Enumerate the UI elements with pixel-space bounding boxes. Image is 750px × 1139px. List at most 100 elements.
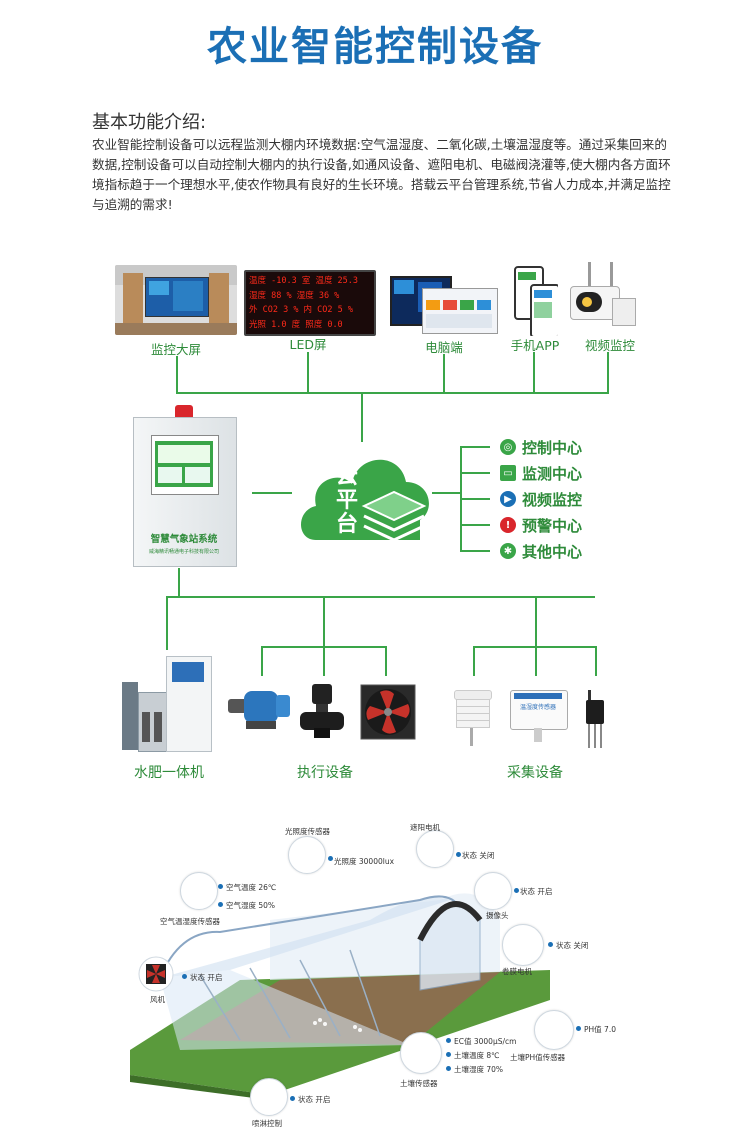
- led-row: 湿度 88 % 湿度 36 %: [249, 290, 340, 301]
- gh-camera: 摄像头: [486, 911, 509, 920]
- valve-image: [300, 684, 346, 740]
- intro-heading: 基本功能介绍:: [92, 112, 207, 133]
- gh-air-sensor: 空气温湿度传感器: [160, 917, 220, 926]
- shade-motor-icon: [416, 830, 454, 868]
- cloud-char: 云: [336, 464, 359, 489]
- connector-line: [460, 524, 490, 526]
- indicator-dot: [446, 1066, 451, 1071]
- gh-soil-temp: 土壤温度 8℃: [454, 1051, 500, 1060]
- indicator-dot: [548, 942, 553, 947]
- connector-line: [432, 492, 460, 494]
- center-monitor: ▭ 监测中心: [500, 463, 582, 483]
- pc-dashboard-image: [390, 270, 498, 336]
- cloud-char: 台: [336, 512, 359, 537]
- gh-fan-status: 状态 开启: [190, 973, 223, 982]
- soil-sensor-icon: [400, 1032, 442, 1074]
- led-row: 光照 1.0 度 照度 0.0: [249, 319, 343, 330]
- spray-icon: [250, 1078, 288, 1116]
- air-sensor-icon: [180, 872, 218, 910]
- gh-film-status: 状态 关闭: [556, 941, 589, 950]
- connector-line: [533, 352, 535, 394]
- connector-line: [460, 550, 490, 552]
- center-label: 其他中心: [522, 542, 583, 561]
- camera-image: [568, 262, 636, 334]
- center-other: ✱ 其他中心: [500, 541, 582, 561]
- page-title: 农业智能控制设备: [207, 24, 543, 70]
- gh-ec: EC值 3000μS/cm: [454, 1037, 517, 1046]
- indicator-dot: [456, 852, 461, 857]
- center-label: 监测中心: [522, 464, 583, 483]
- fertilizer-machine-image: [120, 652, 212, 752]
- greenhouse-illustration: [130, 893, 550, 1100]
- indicator-dot: [290, 1096, 295, 1101]
- indicator-dot: [218, 884, 223, 889]
- connector-line: [361, 392, 363, 442]
- target-icon: ◎: [500, 439, 516, 455]
- connector-line: [307, 352, 309, 394]
- device-label-led: LED屏: [289, 337, 327, 352]
- light-sensor-icon: [288, 836, 326, 874]
- center-control: ◎ 控制中心: [500, 437, 582, 457]
- center-alert: ! 预警中心: [500, 515, 582, 535]
- indicator-dot: [328, 856, 333, 861]
- alert-icon: !: [500, 517, 516, 533]
- connector-line: [535, 646, 537, 676]
- gh-spray-status: 状态 开启: [298, 1095, 331, 1104]
- connector-line: [252, 492, 292, 494]
- mobile-app-image: [510, 266, 558, 336]
- film-motor-icon: [502, 924, 544, 966]
- device-label-app: 手机APP: [510, 338, 560, 353]
- connector-line: [323, 596, 325, 648]
- temp-humidity-sensor-image: 温湿度传感器: [510, 690, 568, 748]
- connector-line: [176, 356, 178, 394]
- gh-air-hum: 空气湿度 50%: [226, 901, 276, 910]
- indicator-dot: [182, 974, 187, 979]
- connector-line: [473, 646, 475, 676]
- gear-icon: ✱: [500, 543, 516, 559]
- connector-line: [261, 646, 263, 676]
- monitor-screen-image: [115, 265, 237, 335]
- device-label-camera: 视频监控: [584, 338, 635, 353]
- gh-fan: 风机: [150, 995, 165, 1004]
- indicator-dot: [576, 1026, 581, 1031]
- cabinet-label: 智慧气象站系统: [150, 534, 218, 545]
- gh-air-temp: 空气温度 26℃: [226, 883, 277, 892]
- connector-line: [535, 596, 537, 648]
- gh-film-motor: 卷膜电机: [502, 967, 532, 976]
- gh-spray: 喷淋控制: [252, 1119, 282, 1128]
- control-cabinet: 智慧气象站系统 威海精讯畅通电子科技有限公司: [133, 405, 237, 567]
- connector-line: [595, 646, 597, 676]
- gh-soil-sensor: 土壤传感器: [400, 1079, 438, 1088]
- monitor-icon: ▭: [500, 465, 516, 481]
- center-label: 控制中心: [522, 438, 583, 457]
- group-label-collectors: 采集设备: [507, 765, 563, 781]
- gh-soil-hum: 土壤湿度 70%: [454, 1065, 504, 1074]
- exhaust-fan-image: [360, 684, 416, 740]
- gh-light-sensor: 光照度传感器: [285, 827, 330, 836]
- gh-shade-status: 状态 关闭: [462, 851, 495, 860]
- indicator-dot: [446, 1052, 451, 1057]
- connector-line: [460, 498, 490, 500]
- intro-body: 农业智能控制设备可以远程监测大棚内环境数据:空气温湿度、二氧化碳,土壤温湿度等。…: [92, 137, 671, 212]
- connector-line: [385, 646, 387, 676]
- gh-light-value: 光照度 30000lux: [334, 857, 395, 866]
- sensor-box-label: 温湿度传感器: [519, 704, 556, 711]
- shutter-sensor-image: [452, 690, 492, 748]
- connector-line: [166, 596, 595, 598]
- camera-icon: ▶: [500, 491, 516, 507]
- camera-icon: [474, 872, 512, 910]
- cloud-platform-icon: [301, 459, 429, 542]
- led-row: 温度 -10.3 室 温度 25.3: [249, 276, 359, 286]
- fan-icon: [138, 956, 174, 992]
- gh-ph: PH值 7.0: [584, 1025, 616, 1034]
- connector-line: [176, 392, 609, 394]
- connector-line: [607, 352, 609, 394]
- connector-line: [178, 568, 180, 598]
- ph-sensor-icon: [534, 1010, 574, 1050]
- connector-line: [323, 646, 325, 676]
- motor-image: [228, 685, 292, 733]
- center-label: 视频监控: [522, 490, 583, 509]
- led-screen-image: 温度 -10.3 室 温度 25.3 湿度 88 % 湿度 36 % 外 CO2…: [244, 270, 376, 336]
- indicator-dot: [514, 888, 519, 893]
- gh-shade-motor: 遮阳电机: [410, 823, 440, 832]
